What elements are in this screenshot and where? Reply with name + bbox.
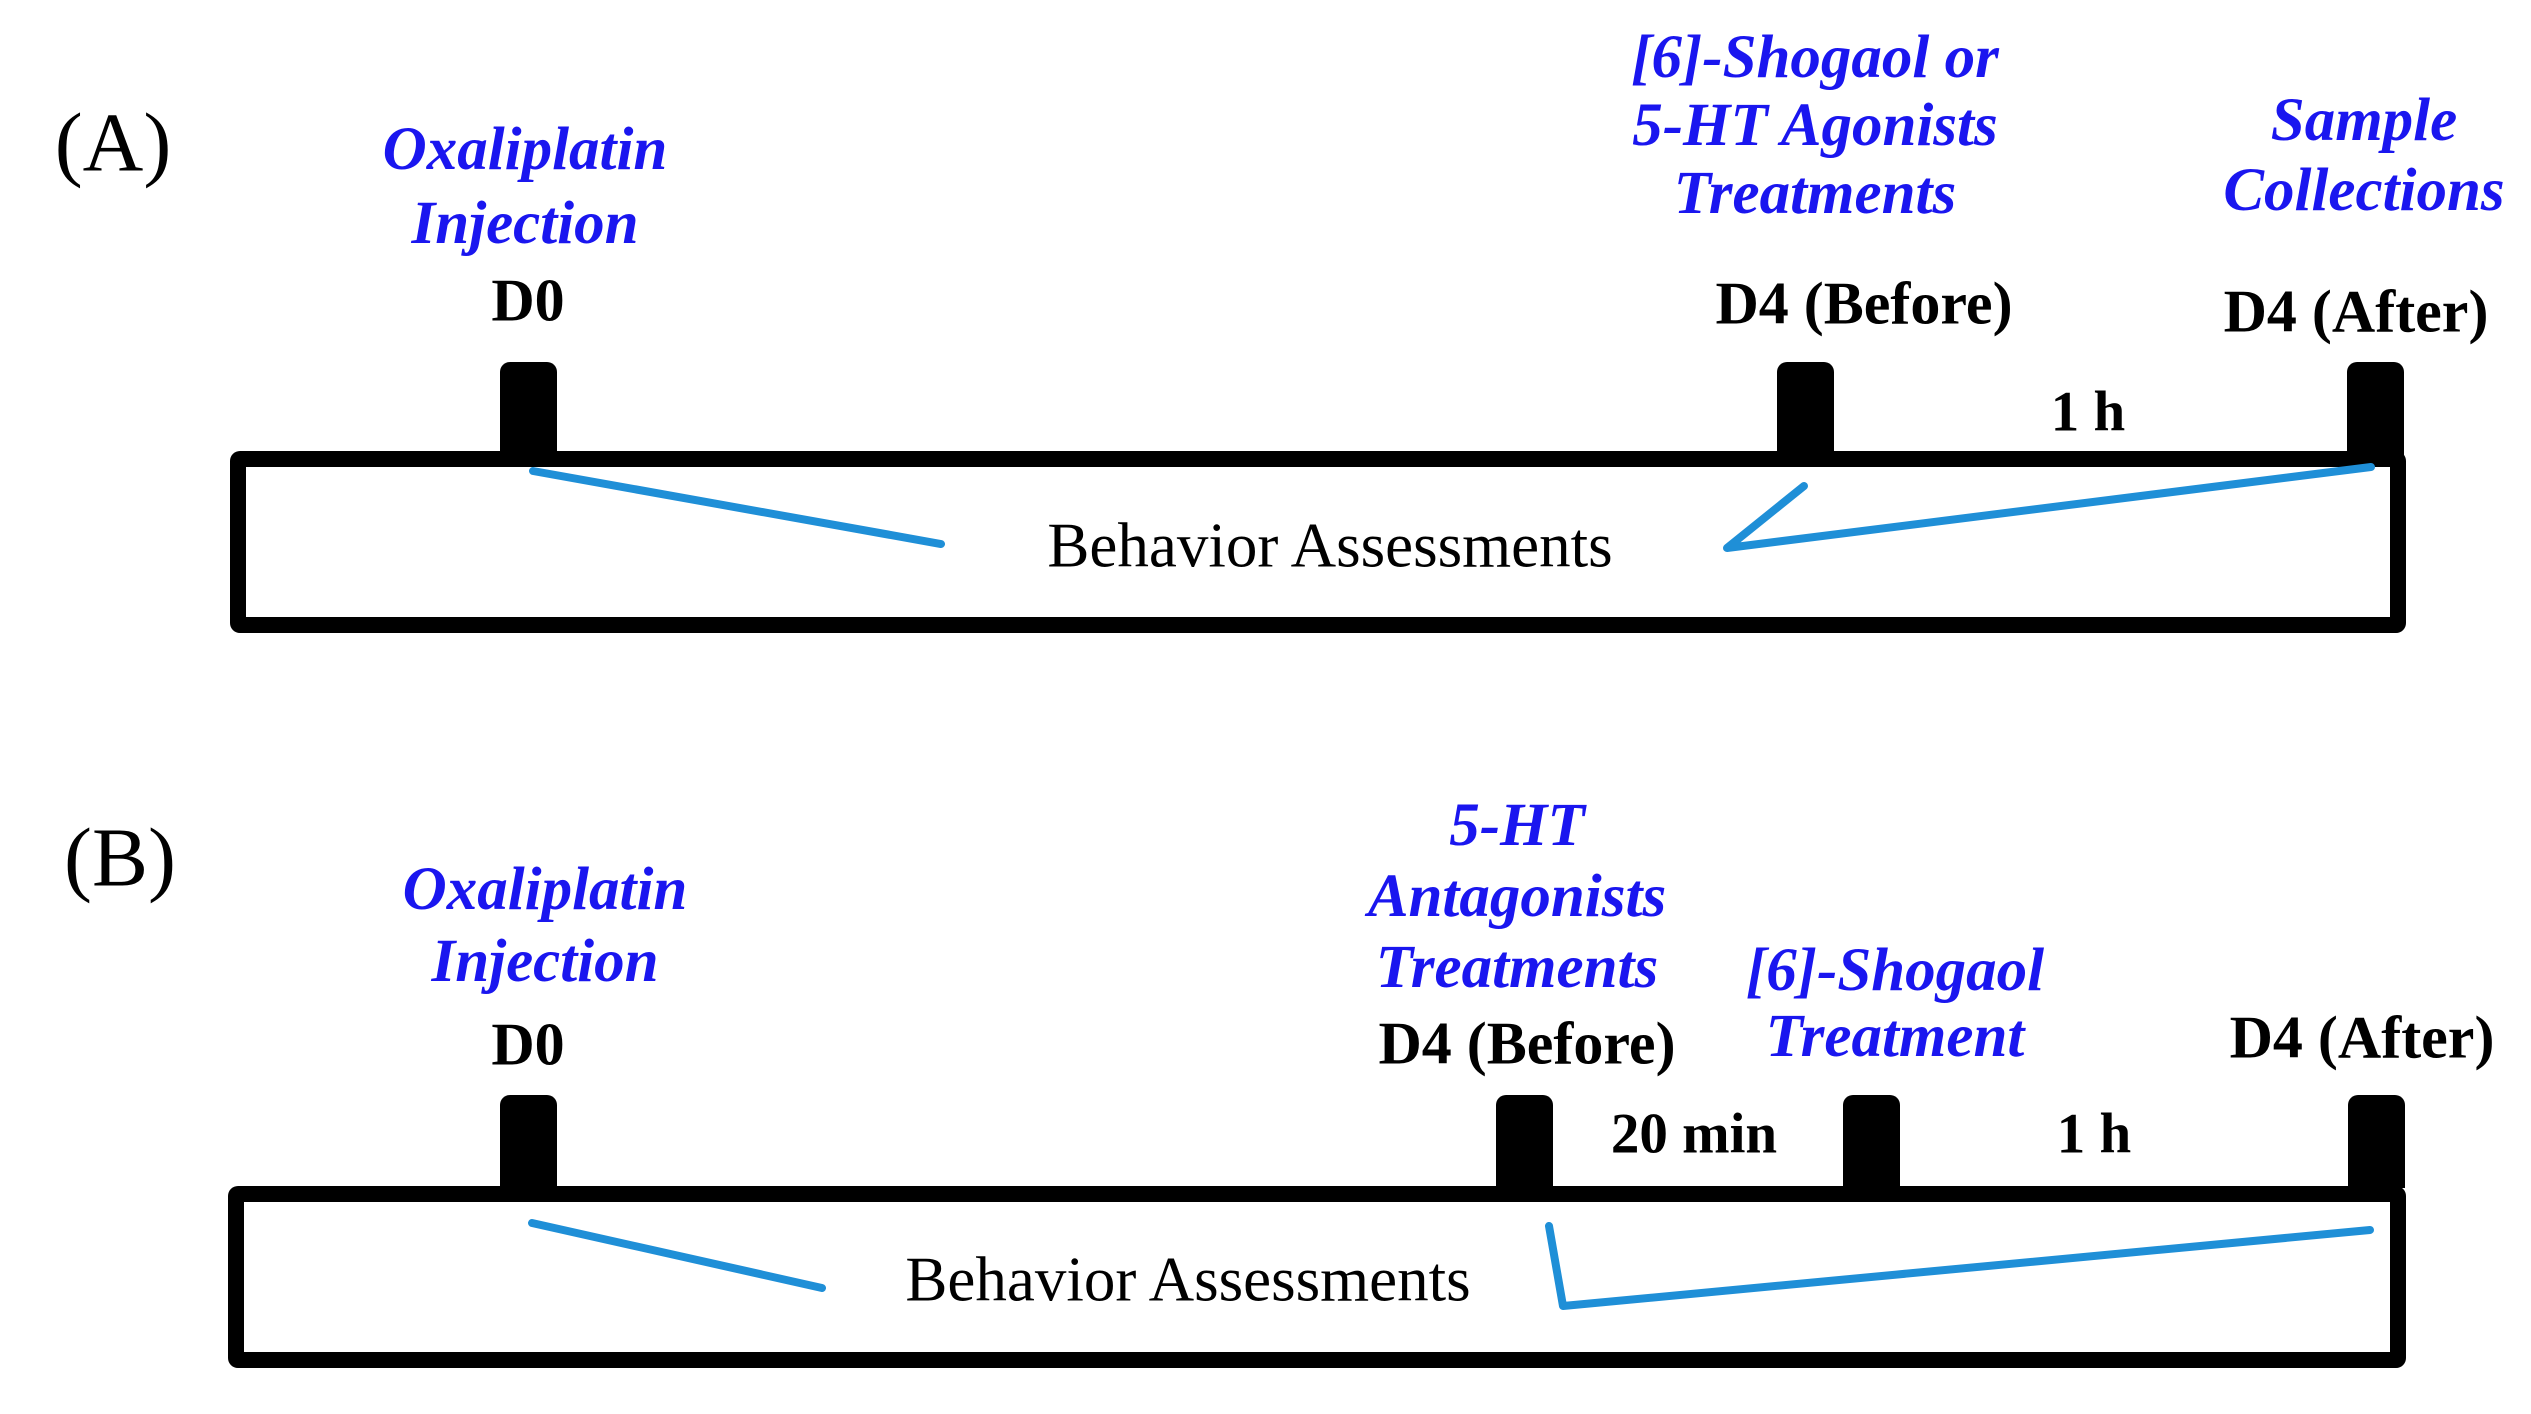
event-label-line: 5-HT Agonists: [1632, 92, 1998, 159]
panel-b-tick-d0: [500, 1095, 557, 1188]
panel-b-day-d4-after: D4 (After): [2229, 1004, 2495, 1071]
panel-a-event-treatments-label: [6]-Shogaol or 5-HT Agonists Treatments: [1631, 24, 1999, 228]
panel-b-event-antagonists-label: 5-HT Antagonists Treatments: [1368, 790, 1666, 1003]
event-label-line: Antagonists: [1367, 863, 1667, 930]
event-label-line: Oxaliplatin: [382, 116, 668, 183]
panel-b-event-oxaliplatin-label: Oxaliplatin Injection: [403, 854, 688, 998]
panel-b-interval-1h: 1 h: [2056, 1102, 2132, 1166]
event-label-line: [6]-Shogaol: [1745, 937, 2045, 1004]
panel-b-tick-d4-after: [2348, 1095, 2405, 1188]
event-label-line: Collections: [2223, 157, 2505, 224]
panel-b-bar-label: Behavior Assessments: [905, 1244, 1471, 1315]
event-label-line: 5-HT: [1449, 792, 1585, 859]
panel-b-tick-d4-before: [1496, 1095, 1553, 1188]
event-label-line: Treatments: [1673, 160, 1957, 227]
event-label-line: Sample: [2270, 87, 2458, 154]
panel-a-day-d4-before: D4 (Before): [1715, 270, 2013, 337]
panel-a-day-d4-after: D4 (After): [2223, 278, 2489, 345]
event-label-line: Injection: [431, 928, 659, 995]
panel-b-tick-shogaol: [1843, 1095, 1900, 1188]
panel-a-label: (A): [54, 96, 172, 190]
event-label-line: Oxaliplatin: [402, 856, 688, 923]
event-label-line: [6]-Shogaol or: [1631, 24, 1999, 91]
panel-b-event-shogaol-label: [6]-Shogaol Treatment: [1746, 938, 2044, 1070]
panel-b-label: (B): [64, 811, 176, 905]
panel-b-interval-20min: 20 min: [1610, 1102, 1778, 1166]
panel-b-day-d4-before: D4 (Before): [1378, 1010, 1676, 1077]
panel-a-bar-label: Behavior Assessments: [1047, 510, 1613, 581]
panel-a-day-d0: D0: [491, 267, 565, 334]
panel-a-event-oxaliplatin-label: Oxaliplatin Injection: [383, 113, 668, 261]
event-label-line: Treatment: [1765, 1003, 2025, 1070]
panel-b-day-d0: D0: [491, 1011, 565, 1078]
panel-a-tick-d0: [500, 362, 557, 457]
event-label-line: Treatments: [1375, 934, 1659, 1001]
panel-a-interval-1h: 1 h: [2050, 380, 2126, 444]
panel-a-tick-d4-after: [2347, 362, 2404, 457]
event-label-line: Injection: [411, 190, 639, 257]
panel-a-event-sample-collections-label: Sample Collections: [2223, 86, 2504, 226]
panel-a-tick-d4-before: [1777, 362, 1834, 457]
